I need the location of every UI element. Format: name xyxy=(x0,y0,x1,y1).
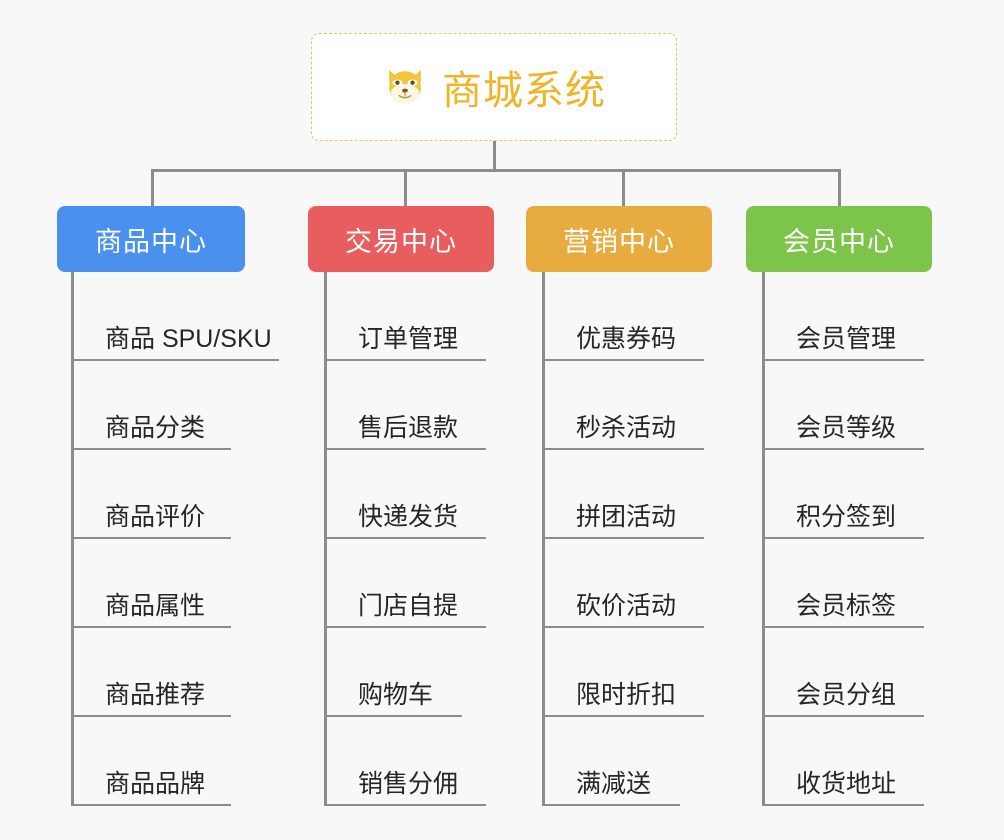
leaf-spine xyxy=(324,272,327,806)
leaf-item[interactable]: 满减送 xyxy=(542,717,680,806)
leaf-item-label: 积分签到 xyxy=(796,502,897,531)
leaf-item-label: 砍价活动 xyxy=(576,591,677,620)
category-label: 商品中心 xyxy=(95,226,207,257)
leaf-item[interactable]: 订单管理 xyxy=(324,272,486,361)
leaf-item[interactable]: 优惠券码 xyxy=(542,272,704,361)
leaf-item[interactable]: 商品属性 xyxy=(71,539,231,628)
leaf-item-label: 商品推荐 xyxy=(105,680,206,709)
leaf-item[interactable]: 销售分佣 xyxy=(324,717,486,806)
leaf-item-label: 商品品牌 xyxy=(105,769,206,798)
category-label: 会员中心 xyxy=(783,226,895,257)
leaf-item-label: 收货地址 xyxy=(796,769,897,798)
leaf-item-label: 会员管理 xyxy=(796,324,897,353)
connector-drop-1 xyxy=(151,169,154,206)
leaf-item-label: 会员等级 xyxy=(796,413,897,442)
leaf-item-label: 快递发货 xyxy=(358,502,459,531)
leaf-item-label: 销售分佣 xyxy=(358,769,459,798)
leaf-item[interactable]: 收货地址 xyxy=(762,717,924,806)
leaf-item-label: 会员分组 xyxy=(796,680,897,709)
leaf-item[interactable]: 会员等级 xyxy=(762,361,924,450)
leaf-item[interactable]: 快递发货 xyxy=(324,450,486,539)
leaf-item-label: 订单管理 xyxy=(358,324,459,353)
category-box-4[interactable]: 会员中心 xyxy=(746,206,932,272)
leaf-item-label: 商品评价 xyxy=(105,502,206,531)
category-label: 营销中心 xyxy=(563,226,675,257)
leaf-item-label: 会员标签 xyxy=(796,591,897,620)
connector-drop-3 xyxy=(622,169,625,206)
leaf-item[interactable]: 门店自提 xyxy=(324,539,486,628)
root-node[interactable]: 商城系统 xyxy=(311,33,677,141)
leaf-item[interactable]: 限时折扣 xyxy=(542,628,704,717)
leaf-item[interactable]: 商品分类 xyxy=(71,361,231,450)
leaf-item-label: 售后退款 xyxy=(358,413,459,442)
leaf-item-label: 满减送 xyxy=(576,769,652,798)
leaf-item[interactable]: 售后退款 xyxy=(324,361,486,450)
leaf-item-label: 购物车 xyxy=(358,680,434,709)
leaf-item[interactable]: 商品 SPU/SKU xyxy=(71,272,279,361)
category-box-3[interactable]: 营销中心 xyxy=(526,206,712,272)
leaf-item[interactable]: 购物车 xyxy=(324,628,462,717)
leaf-item[interactable]: 积分签到 xyxy=(762,450,924,539)
leaf-item-label: 商品 SPU/SKU xyxy=(105,324,272,353)
leaf-item-label: 门店自提 xyxy=(358,591,459,620)
leaf-item-label: 限时折扣 xyxy=(576,680,677,709)
category-box-2[interactable]: 交易中心 xyxy=(308,206,494,272)
leaf-item[interactable]: 商品评价 xyxy=(71,450,231,539)
root-title: 商城系统 xyxy=(442,69,606,113)
shiba-dog-face-icon xyxy=(382,64,428,110)
category-box-1[interactable]: 商品中心 xyxy=(57,206,245,272)
leaf-item[interactable]: 商品推荐 xyxy=(71,628,231,717)
leaf-item[interactable]: 拼团活动 xyxy=(542,450,704,539)
connector-drop-2 xyxy=(404,169,407,206)
leaf-item-label: 秒杀活动 xyxy=(576,413,677,442)
connector-root-stem xyxy=(493,141,496,171)
connector-drop-4 xyxy=(838,169,841,206)
leaf-item[interactable]: 会员管理 xyxy=(762,272,924,361)
leaf-item-label: 优惠券码 xyxy=(576,324,677,353)
leaf-spine xyxy=(71,272,74,806)
leaf-item-label: 商品分类 xyxy=(105,413,206,442)
leaf-spine xyxy=(542,272,545,806)
leaf-item-label: 拼团活动 xyxy=(576,502,677,531)
leaf-item[interactable]: 砍价活动 xyxy=(542,539,704,628)
leaf-item[interactable]: 秒杀活动 xyxy=(542,361,704,450)
leaf-spine xyxy=(762,272,765,806)
leaf-item-label: 商品属性 xyxy=(105,591,206,620)
category-label: 交易中心 xyxy=(345,226,457,257)
leaf-item[interactable]: 会员分组 xyxy=(762,628,924,717)
connector-horizontal-bus xyxy=(151,169,839,172)
leaf-item[interactable]: 商品品牌 xyxy=(71,717,231,806)
leaf-item[interactable]: 会员标签 xyxy=(762,539,924,628)
